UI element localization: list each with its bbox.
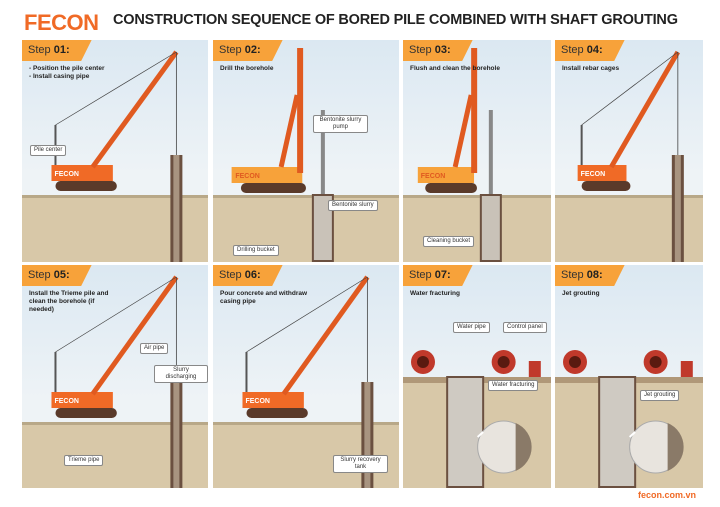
step-panel-2: FECON Step 02: Drill the borehole Benton…: [213, 40, 399, 262]
step-prefix: Step: [28, 44, 51, 56]
step-number: 04:: [586, 44, 603, 56]
step-number: 03:: [434, 44, 451, 56]
step-number: 08:: [586, 269, 603, 281]
callout-label: Trieme pipe: [64, 455, 104, 466]
svg-text:FECON: FECON: [245, 398, 270, 405]
step-prefix: Step: [219, 44, 242, 56]
step-tab: Step 03:: [403, 40, 473, 61]
step-illustration: [403, 350, 551, 488]
description-line: Install rebar cages: [562, 65, 620, 72]
callout-label: Jet grouting: [640, 390, 680, 401]
description-line: Install the Trieme pile and clean the bo…: [29, 290, 109, 313]
description-line: Water fracturing: [410, 290, 460, 297]
description-line: Pour concrete and withdraw casing pipe: [220, 290, 308, 305]
step-illustration: [555, 350, 703, 488]
page-title: CONSTRUCTION SEQUENCE OF BORED PILE COMB…: [113, 12, 678, 28]
svg-text:FECON: FECON: [421, 173, 446, 180]
callout-label: Bentonite slurry pump: [313, 115, 368, 133]
svg-text:FECON: FECON: [54, 398, 78, 405]
description-line: Flush and clean the borehole: [410, 65, 500, 72]
website-link[interactable]: fecon.com.vn: [637, 490, 696, 500]
step-number: 07:: [434, 269, 451, 281]
description-line: Drill the borehole: [220, 65, 274, 72]
step-prefix: Step: [561, 44, 584, 56]
step-panel-6: FECON Step 06: Pour concrete and withdra…: [213, 265, 399, 488]
step-tab: Step 08:: [555, 265, 625, 286]
step-description: - Position the pile center- Install casi…: [29, 65, 119, 81]
step-tab: Step 07:: [403, 265, 473, 286]
step-description: Install rebar cages: [562, 65, 652, 73]
step-prefix: Step: [28, 269, 51, 281]
step-number: 06:: [244, 269, 261, 281]
step-panel-8: Step 08: Jet grouting Jet grouting: [555, 265, 703, 488]
step-illustration: FECON: [403, 48, 551, 262]
callout-label: Bentonite slurry: [328, 200, 378, 211]
step-tab: Step 05:: [22, 265, 92, 286]
step-number: 02:: [244, 44, 261, 56]
step-prefix: Step: [409, 44, 432, 56]
step-description: Install the Trieme pile and clean the bo…: [29, 290, 119, 314]
callout-label: Slurry discharging: [154, 365, 208, 383]
callout-label: Slurry recovery tank: [333, 455, 388, 473]
step-prefix: Step: [219, 269, 242, 281]
step-illustration: FECON: [555, 50, 703, 262]
callout-label: Air pipe: [140, 343, 169, 354]
step-description: Pour concrete and withdraw casing pipe: [220, 290, 310, 306]
callout-label: Water pipe: [453, 322, 490, 333]
callout-label: Cleaning bucket: [423, 236, 475, 247]
description-line: - Install casing pipe: [29, 73, 90, 80]
step-panel-5: FECON Step 05: Install the Trieme pile a…: [22, 265, 208, 488]
description-line: - Position the pile center: [29, 65, 105, 72]
step-tab: Step 06:: [213, 265, 283, 286]
svg-text:FECON: FECON: [235, 173, 260, 180]
step-description: Jet grouting: [562, 290, 652, 298]
description-line: Jet grouting: [562, 290, 600, 297]
callout-label: Pile center: [30, 145, 67, 156]
step-illustration: FECON: [22, 275, 208, 488]
step-number: 01:: [53, 44, 70, 56]
step-illustration: FECON: [213, 48, 399, 262]
step-panel-7: Step 07: Water fracturing Water pipe Cont…: [403, 265, 551, 488]
callout-label: Drilling bucket: [233, 245, 279, 256]
step-number: 05:: [53, 269, 70, 281]
step-panel-4: FECON Step 04: Install rebar cages: [555, 40, 703, 262]
step-illustration: FECON: [22, 50, 208, 262]
step-tab: Step 01:: [22, 40, 92, 61]
callout-label: Control panel: [503, 322, 547, 333]
svg-text:FECON: FECON: [54, 171, 78, 178]
callout-label: Water fracturing: [488, 380, 539, 391]
step-tab: Step 02:: [213, 40, 283, 61]
step-prefix: Step: [409, 269, 432, 281]
svg-text:FECON: FECON: [581, 171, 606, 178]
fecon-logo: FECON: [24, 10, 99, 35]
step-tab: Step 04:: [555, 40, 625, 61]
step-panel-1: FECON Step 01: - Position the pile cente…: [22, 40, 208, 262]
step-description: Drill the borehole: [220, 65, 310, 73]
step-description: Water fracturing: [410, 290, 500, 298]
step-prefix: Step: [561, 269, 584, 281]
step-panel-3: FECON Step 03: Flush and clean the boreh…: [403, 40, 551, 262]
step-description: Flush and clean the borehole: [410, 65, 500, 73]
